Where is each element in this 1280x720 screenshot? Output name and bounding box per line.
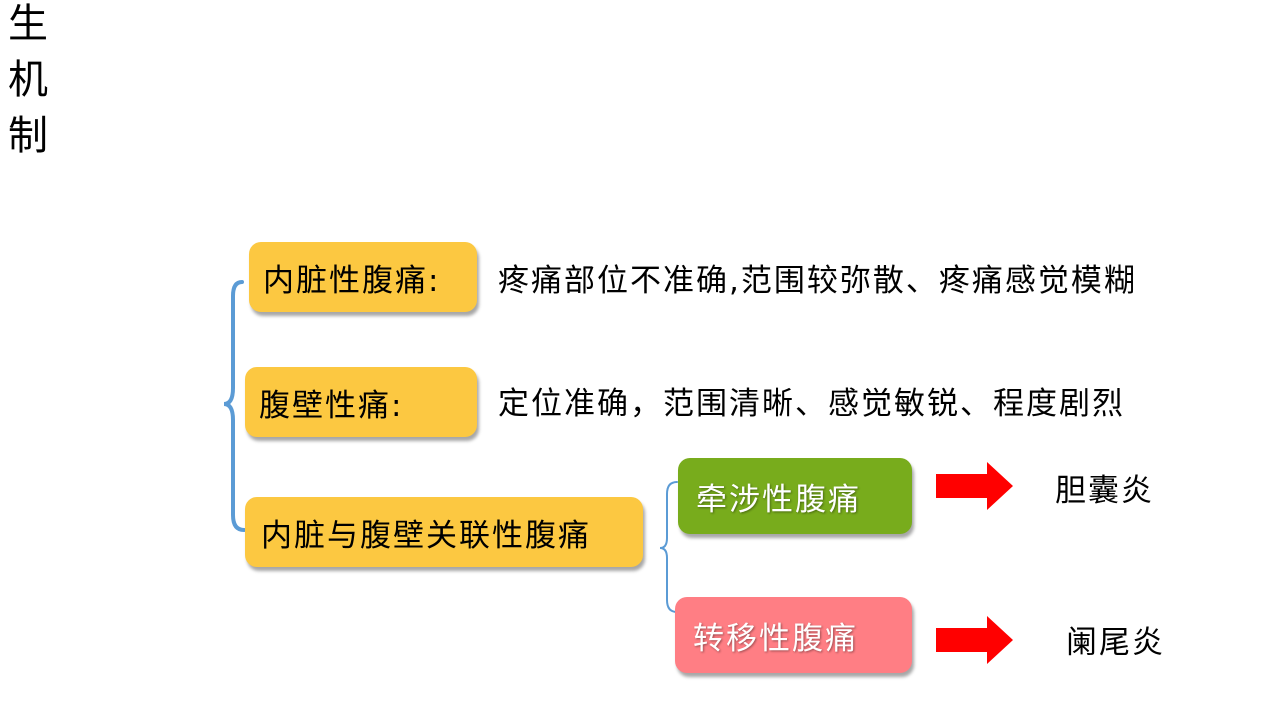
cholecystitis-result: 胆囊炎 [1055, 473, 1154, 509]
arrow-icon-2 [936, 616, 1013, 664]
visceral-pain-description: 疼痛部位不准确,范围较弥散、疼痛感觉模糊 [498, 263, 1137, 299]
vertical-title: 生 机 制 [8, 0, 52, 164]
sub-brace [659, 481, 678, 613]
associated-pain-box: 内脏与腹壁关联性腹痛 [245, 497, 643, 567]
title-char-3: 制 [8, 113, 48, 159]
wall-pain-box: 腹壁性痛: [245, 367, 477, 437]
wall-pain-label: 腹壁性痛: [259, 387, 404, 424]
referred-pain-box: 牵涉性腹痛 [678, 458, 912, 534]
migratory-pain-box: 转移性腹痛 [675, 597, 912, 673]
wall-pain-description: 定位准确，范围清晰、感觉敏锐、程度剧烈 [498, 386, 1125, 422]
appendicitis-result: 阑尾炎 [1066, 625, 1165, 661]
title-char-1: 生 [8, 1, 48, 47]
migratory-pain-label: 转移性腹痛 [693, 620, 858, 657]
visceral-pain-label: 内脏性腹痛: [263, 262, 441, 299]
title-char-2: 机 [8, 57, 48, 103]
associated-pain-label: 内脏与腹壁关联性腹痛 [261, 517, 591, 554]
visceral-pain-box: 内脏性腹痛: [249, 242, 477, 312]
referred-pain-label: 牵涉性腹痛 [696, 481, 861, 518]
arrow-icon-1 [936, 462, 1013, 510]
main-brace [223, 280, 246, 532]
